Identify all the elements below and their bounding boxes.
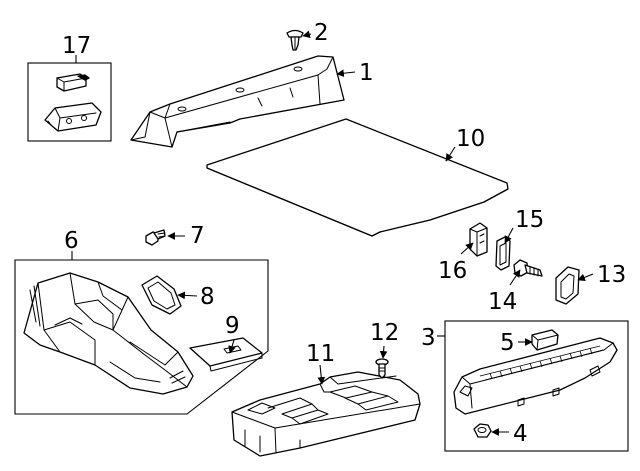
callout-8: 8 [200,284,215,310]
part-9-panel [189,337,263,372]
part-17-lower-bracket [44,102,102,132]
part-13-retainer [555,266,580,305]
callout-2: 2 [314,20,329,46]
part-17-group [27,55,112,142]
part-8-cover [141,275,182,315]
part-2-clip [286,29,304,51]
part-15-clip [495,236,511,271]
part-3-box [444,320,629,452]
callout-11: 11 [306,341,335,367]
callout-4: 4 [513,421,528,447]
part-3-group [437,320,629,452]
part-10-floor-panel [206,118,509,237]
callout-6: 6 [64,228,79,254]
part-5-clip [531,329,559,351]
part-12-pin [375,358,389,379]
callout-3: 3 [421,325,436,351]
callout-16: 16 [438,258,467,284]
callout-15: 15 [515,207,544,233]
callout-10: 10 [456,126,485,152]
part-6-box [14,259,269,415]
part-3-sill-plate [453,337,618,415]
part-16-bracket [469,222,488,257]
part-6-side-trim [23,272,194,395]
part-1-shelf-bracket [130,55,345,148]
part-17-upper-clip [56,73,90,92]
callout-1: 1 [359,60,374,86]
callout-13: 13 [597,262,626,288]
part-17-box [27,62,112,142]
part-4-nut [473,423,492,438]
part-6-group [14,251,269,415]
leader-arrows [167,30,594,436]
callout-9: 9 [225,313,240,339]
callout-5: 5 [500,330,515,356]
callout-labels: 1 2 3 4 5 6 7 8 9 10 11 12 13 14 15 16 1… [62,20,626,447]
part-11-storage-tray [231,371,421,457]
callout-17: 17 [62,33,91,59]
part-7-screw [145,229,166,246]
callout-7: 7 [190,223,205,249]
callout-14: 14 [488,289,517,315]
callout-12: 12 [370,320,399,346]
